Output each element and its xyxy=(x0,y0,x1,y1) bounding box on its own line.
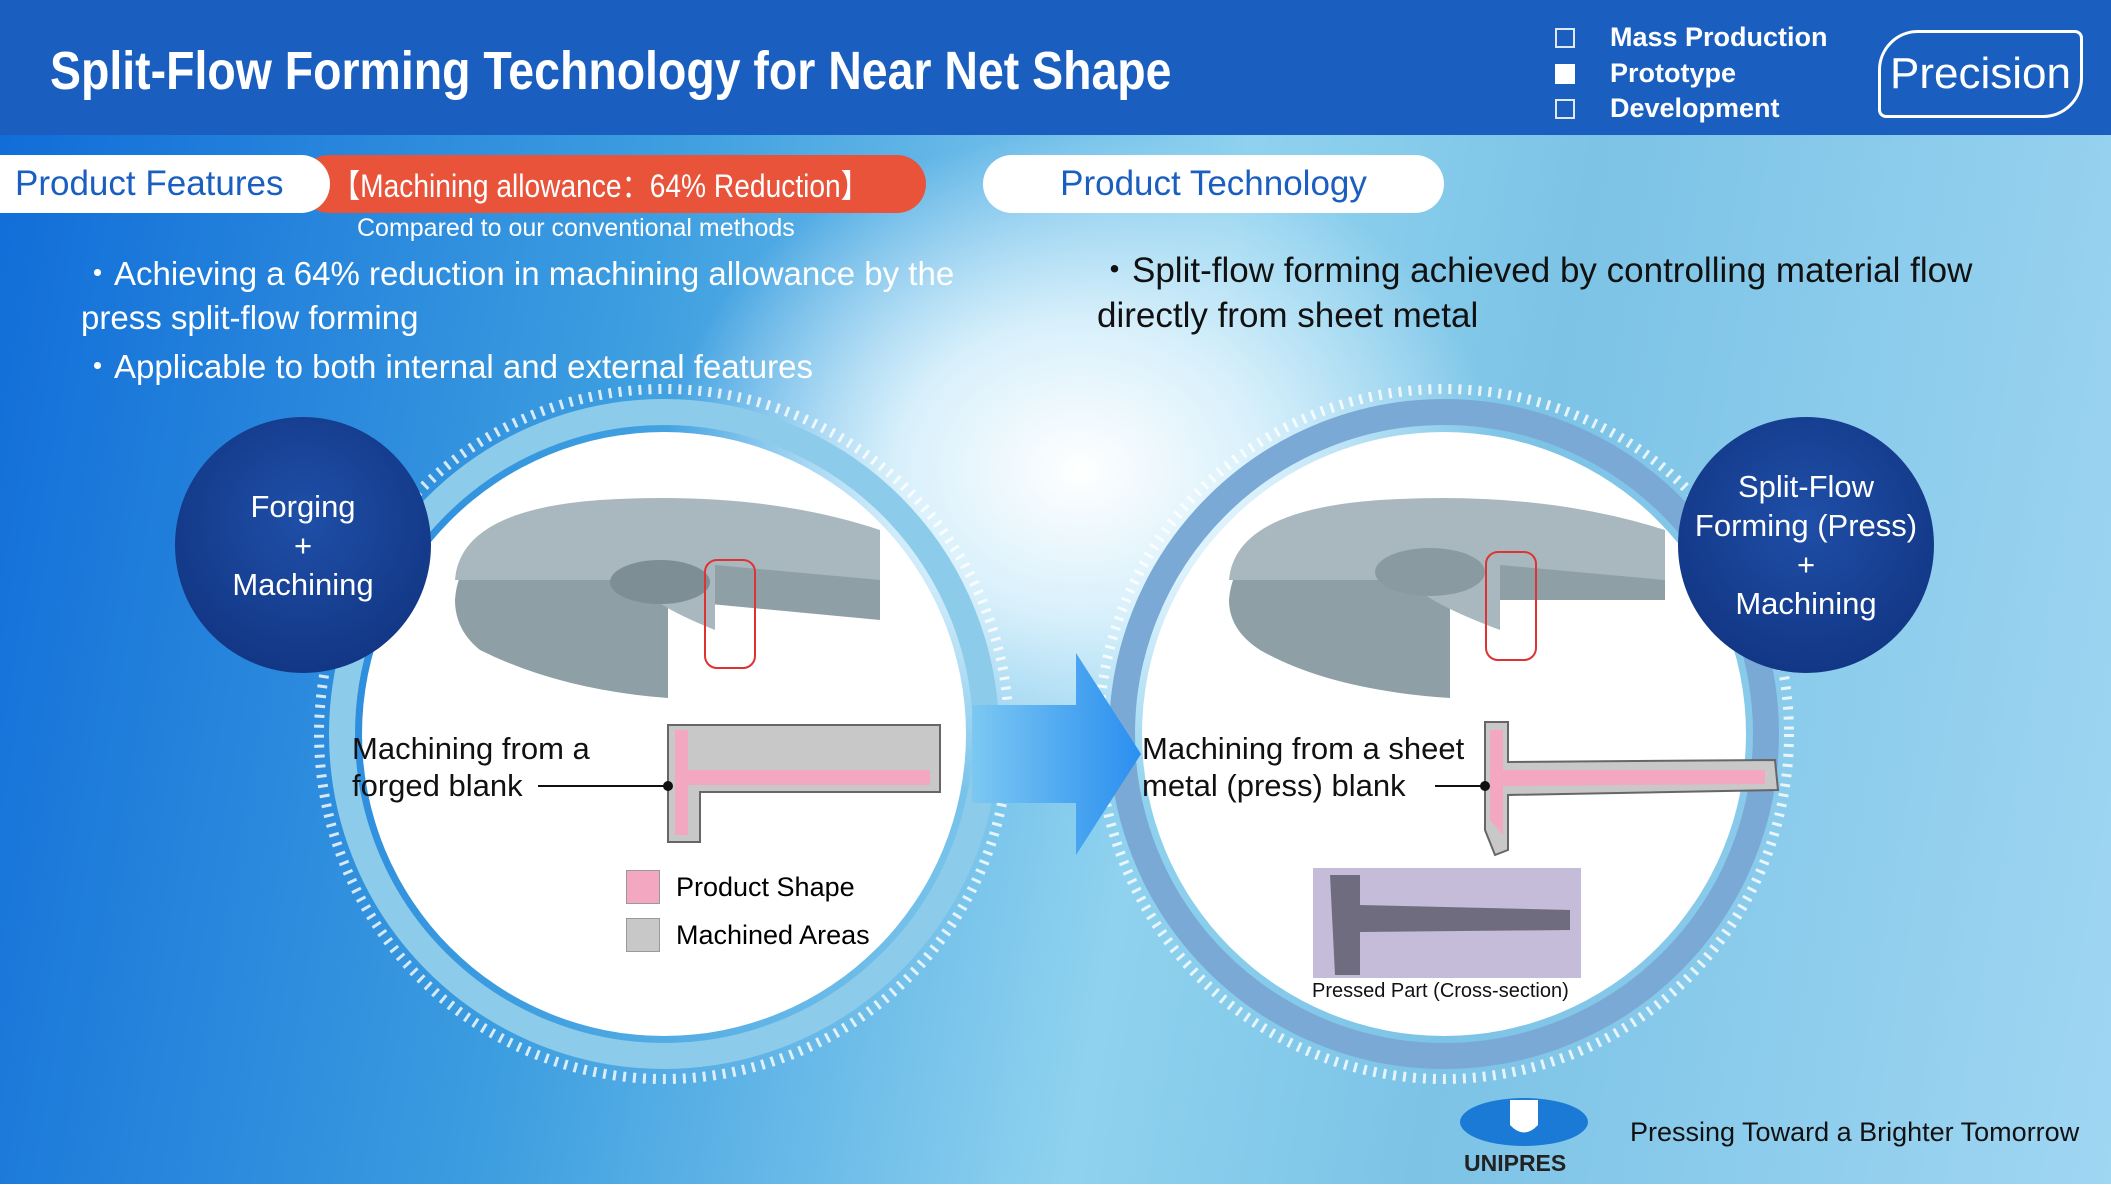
forged-cross-section xyxy=(538,724,941,843)
pressed-part-3d xyxy=(1229,498,1665,698)
method-line: Machining xyxy=(1735,586,1877,621)
callout-line: Machining from a sheet xyxy=(1142,731,1465,766)
product-technology-label: Product Technology xyxy=(983,155,1444,213)
method-line: + xyxy=(1796,547,1816,582)
technology-bullet: ・Split-flow forming achieved by controll… xyxy=(1097,251,1973,335)
legend-swatch xyxy=(626,870,660,904)
machining-allowance-text: 【Machining allowance：64% Reduction】 xyxy=(332,168,869,204)
method-line: Forming (Press) xyxy=(1694,508,1918,543)
checkbox-checked-icon xyxy=(1555,63,1575,84)
forged-part-3d xyxy=(455,498,880,698)
category-label: Prototype xyxy=(1610,58,1737,88)
precision-badge: Precision xyxy=(1878,30,2083,118)
legend-product-shape: Product Shape xyxy=(626,870,855,904)
method-line: + xyxy=(293,527,313,563)
pressed-part-photo xyxy=(1313,868,1581,978)
comparison-note: Compared to our conventional methods xyxy=(357,214,795,242)
logo-text: UNIPRES xyxy=(1464,1150,1567,1176)
method-forging-machining: Forging+Machining xyxy=(175,417,431,673)
checkbox-icon xyxy=(1555,27,1575,48)
category-label: Mass Production xyxy=(1610,22,1828,52)
legend-swatch xyxy=(626,918,660,952)
page-title: Split-Flow Forming Technology for Near N… xyxy=(50,41,1172,101)
footer-strip xyxy=(0,1184,2111,1187)
arrow-right-icon xyxy=(972,653,1141,855)
method-line: Split-Flow xyxy=(1737,469,1875,504)
checkbox-icon xyxy=(1555,98,1575,119)
header-bar xyxy=(0,0,2111,135)
feature-bullet: ・Applicable to both internal and externa… xyxy=(81,348,813,385)
legend-label: Product Shape xyxy=(676,871,855,902)
method-line: Forging xyxy=(250,488,356,524)
legend-machined-areas: Machined Areas xyxy=(626,918,870,952)
category-development: Development xyxy=(1555,93,1780,124)
method-line: Machining xyxy=(232,566,374,602)
feature-bullet: ・Achieving a 64% reduction in machining … xyxy=(81,255,955,336)
callout-line: Machining from a xyxy=(352,731,590,766)
category-label: Development xyxy=(1610,93,1780,123)
machining-allowance-banner: 【Machining allowance：64% Reduction】 xyxy=(300,155,926,213)
legend-label: Machined Areas xyxy=(676,919,870,950)
tagline: Pressing Toward a Brighter Tomorrow xyxy=(1630,1117,2080,1147)
category-prototype: Prototype xyxy=(1555,58,1736,89)
callout-line: forged blank xyxy=(352,768,523,803)
product-features-label: Product Features xyxy=(0,155,330,213)
photo-caption: Pressed Part (Cross-section) xyxy=(1312,980,1569,1002)
unipres-logo xyxy=(1460,1098,1588,1146)
category-mass-production: Mass Production xyxy=(1555,22,1828,53)
pressed-cross-section xyxy=(1435,721,1780,857)
callout-line: metal (press) blank xyxy=(1142,768,1406,803)
